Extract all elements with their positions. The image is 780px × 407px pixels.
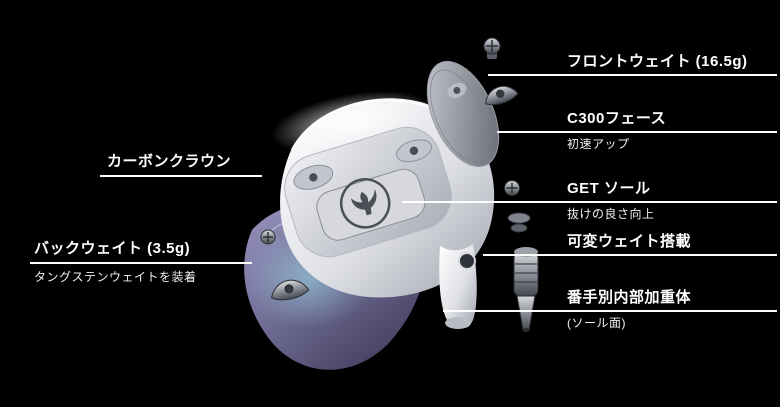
callout-line-sole — [402, 201, 777, 203]
callout-line-adjustable-weight — [483, 254, 777, 256]
callout-line-internal-weight — [443, 310, 777, 312]
callout-adjustable-weight-title: 可変ウェイト搭載 — [567, 233, 692, 250]
callout-internal-weight-title: 番手別内部加重体 — [567, 289, 692, 306]
callout-line-face — [497, 131, 777, 133]
callout-internal-weight-subtitle: (ソール面) — [567, 316, 626, 330]
callout-front-weight-title: フロントウェイト (16.5g) — [567, 53, 748, 70]
callout-face-title: C300フェース — [567, 110, 667, 127]
callout-line-front-weight — [488, 74, 777, 76]
callout-sole-subtitle: 抜けの良さ向上 — [567, 207, 655, 221]
shaft-sleeve — [513, 247, 539, 332]
washer-stack — [507, 212, 531, 233]
screw-back — [260, 229, 276, 245]
callout-back-weight-title: バックウェイト (3.5g) — [34, 240, 191, 257]
screw-top — [483, 37, 501, 59]
logo-ring — [339, 178, 391, 229]
bird-logo-icon — [351, 188, 377, 216]
screw-mid — [504, 180, 520, 196]
face-plate — [426, 60, 500, 168]
callout-face-subtitle: 初速アップ — [567, 137, 630, 151]
weight-port — [458, 252, 476, 270]
sole-plate — [284, 126, 452, 258]
callout-back-weight-subtitle: タングステンウェイトを装着 — [34, 270, 197, 284]
callout-line-back-weight — [30, 262, 252, 264]
back-weight-part — [270, 279, 310, 301]
callout-sole-title: GET ソール — [567, 180, 651, 197]
callout-line-carbon-crown — [100, 175, 262, 177]
callout-carbon-crown-title: カーボンクラウン — [107, 153, 232, 170]
front-weight-part — [485, 85, 519, 106]
